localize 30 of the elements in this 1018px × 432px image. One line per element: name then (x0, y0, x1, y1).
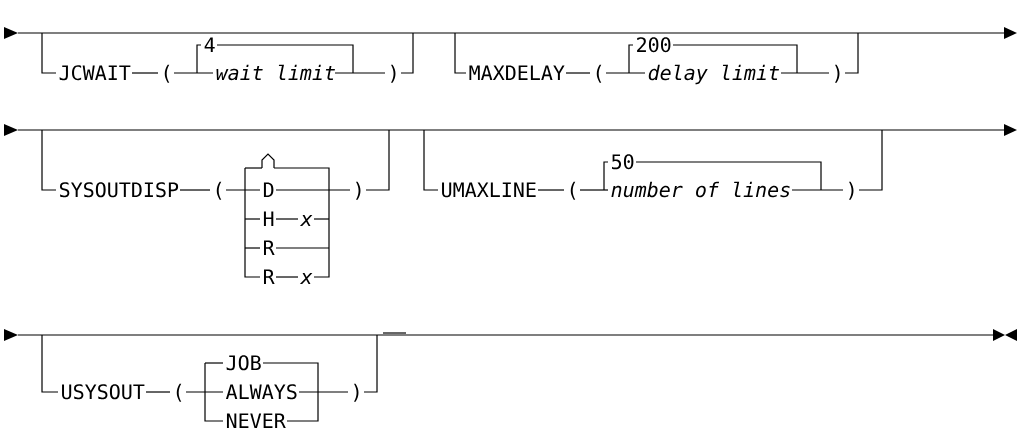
keyword: NEVER (226, 413, 286, 428)
variable-name: delay limit (648, 64, 779, 85)
parenthesis: ( (216, 181, 222, 200)
variable-name: wait limit (216, 64, 335, 81)
default-value: JOB (226, 355, 261, 371)
default-value: 4 (204, 37, 215, 52)
keyword: UMAXLINE (442, 182, 536, 198)
keyword: USYSOUT (62, 384, 145, 400)
keyword: D (263, 182, 274, 197)
keyword: ALWAYS (225, 384, 297, 400)
parenthesis: ( (596, 64, 602, 83)
variable-name: x (299, 215, 313, 226)
keyword: R (264, 240, 275, 255)
default-value: 50 (612, 154, 634, 170)
parenthesis: ) (356, 181, 361, 200)
parenthesis: ) (849, 181, 854, 200)
keyword: JCWAIT (59, 65, 131, 81)
variable-name: number of lines (611, 181, 790, 198)
keyword: SYSOUTDISP (59, 182, 179, 198)
parenthesis: ) (354, 383, 359, 402)
variable-name: x (299, 273, 313, 284)
keyword: R (264, 269, 275, 284)
keyword: H (263, 211, 274, 226)
default-value: 200 (637, 37, 671, 53)
parenthesis: ) (835, 64, 840, 83)
parenthesis: ( (176, 383, 182, 402)
parenthesis: ) (391, 64, 396, 83)
parenthesis: ( (164, 64, 170, 83)
keyword: MAXDELAY (469, 65, 565, 80)
parenthesis: ( (570, 181, 576, 200)
